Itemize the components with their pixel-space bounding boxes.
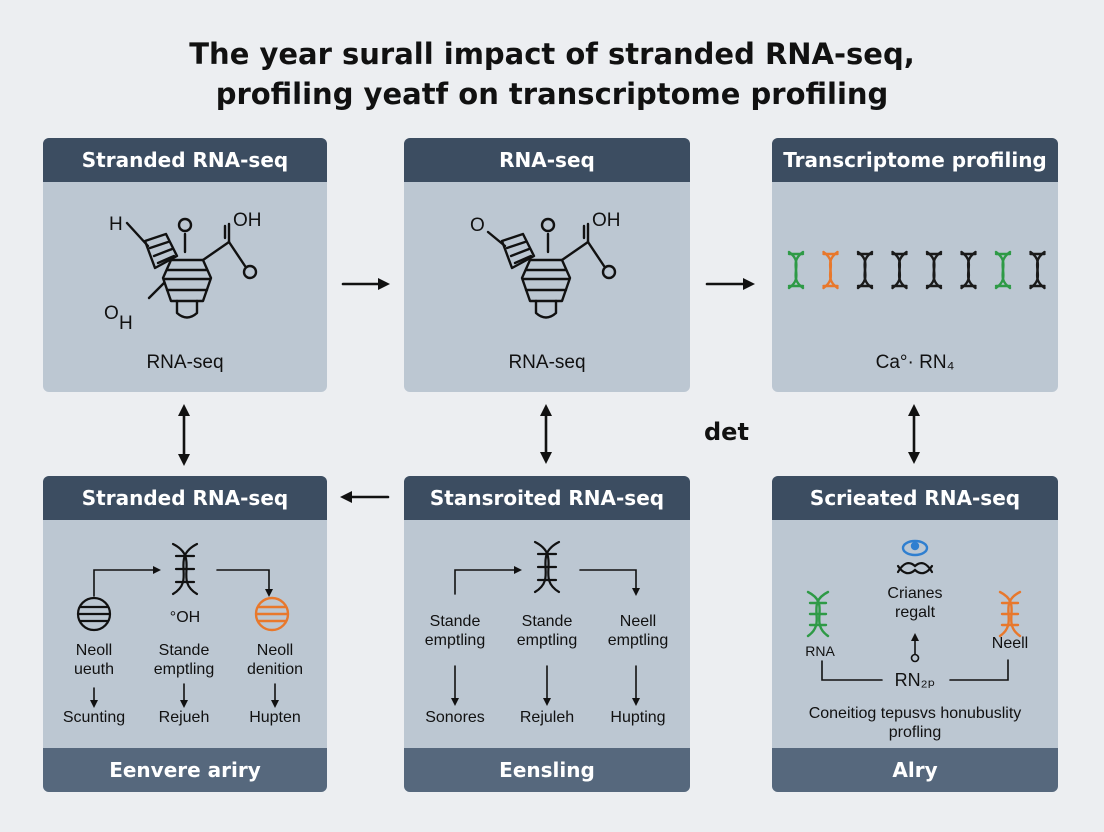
column-3-label: Neell emptling bbox=[607, 613, 669, 649]
output-1-label: Sonores bbox=[425, 709, 485, 726]
left-label: RNA bbox=[805, 643, 835, 659]
card-header: Scrieated RNA-seq bbox=[772, 476, 1058, 520]
output-1-label: Scunting bbox=[62, 709, 126, 726]
card-footer: Eensling bbox=[404, 748, 690, 792]
molecule-icon bbox=[125, 217, 258, 319]
output-2-label: Rejuleh bbox=[519, 709, 575, 726]
dna-helix-icon bbox=[787, 250, 805, 290]
flow-diagram bbox=[76, 542, 290, 708]
card-top-right: Transcriptome profiling Ca°· RN₄ bbox=[772, 138, 1058, 392]
card-header: Transcriptome profiling bbox=[772, 138, 1058, 182]
output-2-label: Rejueh bbox=[158, 709, 210, 726]
diagram-title: The year surall impact of stranded RNA-s… bbox=[0, 34, 1104, 114]
output-3-label: Hupting bbox=[610, 709, 666, 726]
column-1-label: Neoll ueuth bbox=[73, 642, 115, 678]
dna-helix-row bbox=[787, 250, 1046, 290]
dna-helix-icon bbox=[891, 250, 908, 290]
card-caption: Coneitiog tepusvs honubuslity profling bbox=[808, 705, 1022, 741]
right-label: Neell bbox=[991, 635, 1029, 652]
title-line-1: The year surall impact of stranded RNA-s… bbox=[189, 37, 915, 71]
card-header: RNA-seq bbox=[404, 138, 690, 182]
card-header: Stranded RNA-seq bbox=[43, 138, 327, 182]
card-caption: RNA-seq bbox=[508, 352, 586, 373]
card-top-left: Stranded RNA-seq H OH O H RNA-seq bbox=[43, 138, 327, 392]
column-3-label: Neoll denition bbox=[246, 642, 304, 678]
molecule-icon bbox=[486, 217, 617, 319]
output-3-label: Hupten bbox=[249, 709, 301, 726]
atom-oh: OH bbox=[592, 210, 621, 231]
card-bottom-left: Stranded RNA-seq bbox=[43, 476, 327, 792]
card-top-middle: RNA-seq O OH RNA-seq bbox=[404, 138, 690, 392]
flow-diagram bbox=[451, 540, 640, 706]
column-2-label: Stande emptling bbox=[516, 613, 578, 649]
dna-helix-icon bbox=[960, 250, 977, 290]
atom-o-left: O bbox=[470, 215, 485, 236]
atom-h-lower: H bbox=[119, 313, 133, 334]
middle-label: det bbox=[704, 418, 749, 446]
dna-helix-icon bbox=[822, 250, 839, 290]
center-label: Crianes regalt bbox=[887, 585, 943, 621]
atom-o-lower: O bbox=[104, 303, 119, 324]
atom-h: H bbox=[109, 214, 123, 235]
card-caption: Ca°· RN₄ bbox=[875, 352, 955, 373]
dna-helix-icon bbox=[1029, 250, 1046, 290]
title-line-2: profiling yeatf on transcriptome profili… bbox=[215, 77, 889, 111]
center-mark: °OH bbox=[169, 609, 201, 626]
card-bottom-middle: Stansroited RNA-seq Stande emptling Stan… bbox=[404, 476, 690, 792]
card-caption: RNA-seq bbox=[146, 352, 224, 373]
dna-helix-icon bbox=[856, 250, 874, 290]
card-footer: Eenvere ariry bbox=[43, 748, 327, 792]
dna-helix-icon bbox=[925, 250, 943, 290]
card-bottom-right: Scrieated RNA-seq bbox=[772, 476, 1058, 792]
column-2-label: Stande emptling bbox=[153, 642, 215, 678]
bottom-node-label: RN₂ₚ bbox=[894, 670, 936, 690]
column-1-label: Stande emptling bbox=[424, 613, 486, 649]
card-footer: Alry bbox=[772, 748, 1058, 792]
atom-oh: OH bbox=[233, 210, 262, 231]
card-header: Stansroited RNA-seq bbox=[404, 476, 690, 520]
dna-helix-icon bbox=[994, 250, 1012, 290]
network-diagram bbox=[806, 539, 1022, 681]
card-header: Stranded RNA-seq bbox=[43, 476, 327, 520]
